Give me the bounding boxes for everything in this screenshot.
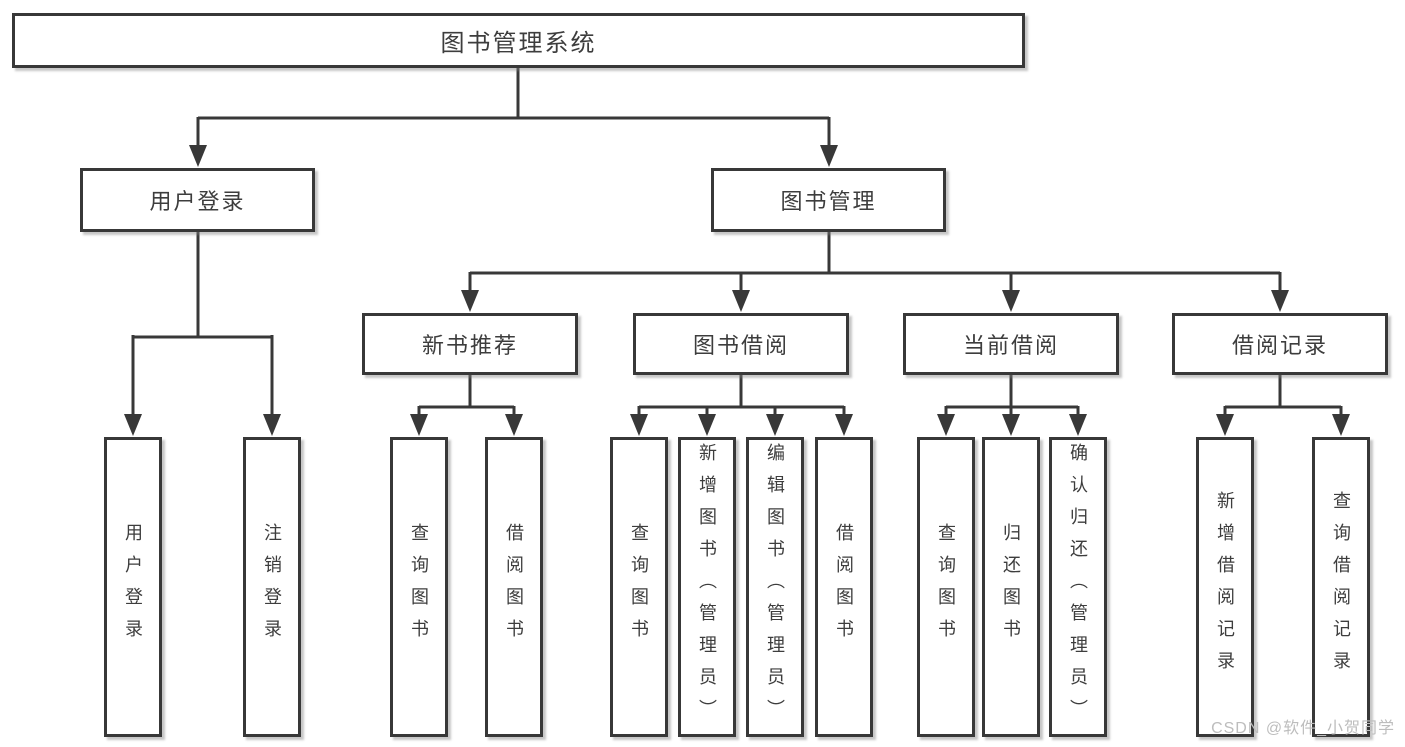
node-label: 图书借阅 <box>692 333 789 358</box>
node-label: 当前借阅 <box>962 333 1059 358</box>
leaf-query-books: 查询图书 <box>390 437 448 737</box>
node-label: 用户登录 <box>149 189 246 214</box>
node-label: 借阅记录 <box>1231 333 1328 358</box>
leaf-return-book: 归还图书 <box>982 437 1040 737</box>
leaf-query-books: 查询图书 <box>610 437 668 737</box>
node-new-book-recommendation: 新书推荐 <box>362 313 578 375</box>
node-label: 查询图书 <box>629 523 649 651</box>
node-borrowing-records: 借阅记录 <box>1172 313 1388 375</box>
node-label: 查询图书 <box>936 523 956 651</box>
node-label: 借阅图书 <box>504 523 524 651</box>
node-label: 新增图书（管理员） <box>697 443 717 731</box>
node-label: 注销登录 <box>262 523 282 651</box>
node-user-login: 用户登录 <box>80 168 315 232</box>
node-label: 用户登录 <box>123 523 143 651</box>
node-label: 新增借阅记录 <box>1215 491 1235 683</box>
node-library-management-system: 图书管理系统 <box>12 13 1025 68</box>
node-label: 确认归还（管理员） <box>1068 443 1088 731</box>
node-current-borrowing: 当前借阅 <box>903 313 1119 375</box>
leaf-logout: 注销登录 <box>243 437 301 737</box>
leaf-add-borrow-record: 新增借阅记录 <box>1196 437 1254 737</box>
leaf-query-borrow-record: 查询借阅记录 <box>1312 437 1370 737</box>
node-label: 归还图书 <box>1001 523 1021 651</box>
csdn-watermark: CSDN @软件_小贺同学 <box>1211 720 1395 737</box>
node-label: 查询借阅记录 <box>1331 491 1351 683</box>
leaf-user-login: 用户登录 <box>104 437 162 737</box>
node-label: 新书推荐 <box>421 333 518 358</box>
node-book-management: 图书管理 <box>711 168 946 232</box>
leaf-query-books: 查询图书 <box>917 437 975 737</box>
node-label: 编辑图书（管理员） <box>765 443 785 731</box>
leaf-borrow-books: 借阅图书 <box>485 437 543 737</box>
node-label: 图书管理 <box>780 189 877 214</box>
node-book-borrowing: 图书借阅 <box>633 313 849 375</box>
node-label: 图书管理系统 <box>440 30 597 57</box>
leaf-borrow-books: 借阅图书 <box>815 437 873 737</box>
leaf-confirm-return-admin: 确认归还（管理员） <box>1049 437 1107 737</box>
leaf-edit-book-admin: 编辑图书（管理员） <box>746 437 804 737</box>
node-label: 借阅图书 <box>834 523 854 651</box>
node-label: 查询图书 <box>409 523 429 651</box>
leaf-add-book-admin: 新增图书（管理员） <box>678 437 736 737</box>
